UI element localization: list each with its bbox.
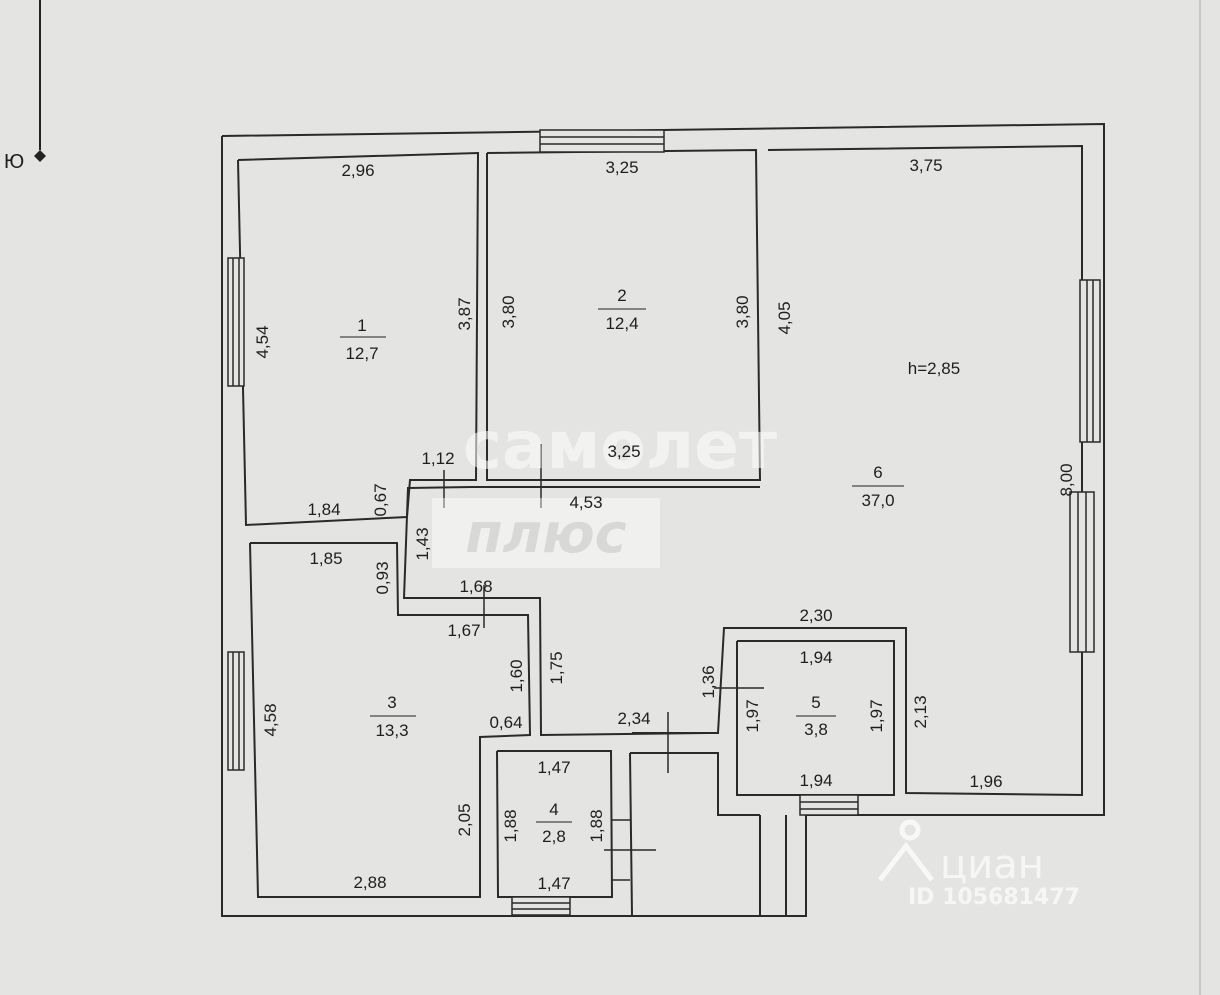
watermark: самолет плюс [432, 407, 777, 568]
dim-r3-right: 2,05 [455, 803, 474, 836]
dim-r4-right: 1,88 [587, 809, 606, 842]
cian-listing-id: ID 105681477 [908, 885, 1080, 910]
compass-arrow [34, 0, 46, 162]
dim-r6-bottom: 1,96 [969, 772, 1002, 791]
dim-r6-right: 8,00 [1057, 463, 1076, 496]
dim-r4-bottom: 1,47 [537, 874, 570, 893]
dim-r3-inner-side: 1,60 [507, 659, 526, 692]
dim-r4-left: 1,88 [501, 809, 520, 842]
dim-r6-wc-top: 2,30 [799, 606, 832, 625]
room-6-area: 37,0 [861, 491, 894, 510]
dim-r3-notch: 0,64 [489, 713, 522, 732]
dim-r1-bottom: 1,84 [307, 500, 340, 519]
room-5-area: 3,8 [804, 720, 828, 739]
compass-label: Ю [4, 151, 24, 173]
dim-r1-right: 3,87 [455, 297, 474, 330]
dim-r2-top: 3,25 [605, 158, 638, 177]
dim-r5-top: 1,94 [799, 648, 832, 667]
room-2-area: 12,4 [605, 314, 638, 333]
doors [443, 444, 764, 881]
dim-r3-inner-top: 1,67 [447, 621, 480, 640]
cian-watermark: циан ID 105681477 [878, 819, 1080, 910]
dim-r6-wc-side: 2,13 [911, 695, 930, 728]
dim-r1-corner: 1,12 [421, 449, 454, 468]
dim-hall-b: 1,68 [459, 577, 492, 596]
dimensions-vertical: 4,54 3,87 3,80 3,80 4,05 8,00 0,67 1,43 … [253, 295, 1076, 842]
dim-r3-step: 0,93 [373, 561, 392, 594]
dim-hall-a: 1,43 [413, 527, 432, 560]
watermark-box [432, 498, 660, 568]
room-labels: 1 12,7 2 12,4 3 13,3 4 2,8 5 3,8 6 37,0 … [340, 286, 960, 846]
cian-house-icon [878, 819, 934, 882]
cian-logo-text: циан [940, 842, 1044, 888]
room-5-number: 5 [811, 693, 820, 712]
dim-r5-right: 1,97 [867, 699, 886, 732]
dim-r1-left: 4,54 [253, 325, 272, 358]
dim-hall-c: 1,75 [547, 651, 566, 684]
room-4-number: 4 [549, 800, 558, 819]
room-3-number: 3 [387, 693, 396, 712]
watermark-line2: плюс [465, 502, 626, 565]
dim-r3-left: 4,58 [261, 703, 280, 736]
dim-r1-step: 0,67 [371, 483, 390, 516]
room-1-number: 1 [357, 316, 366, 335]
dim-hall-d: 2,34 [617, 709, 650, 728]
watermark-line1: самолет [463, 407, 777, 484]
room-6-number: 6 [873, 463, 882, 482]
room-3-area: 13,3 [375, 721, 408, 740]
dim-r6-mid: 4,53 [569, 493, 602, 512]
dim-r4-top: 1,47 [537, 758, 570, 777]
dim-r3-top: 1,85 [309, 549, 342, 568]
room-4-area: 2,8 [542, 827, 566, 846]
dimensions-horizontal: 2,96 3,25 3,75 1,12 3,25 4,53 1,84 1,85 … [307, 156, 1002, 893]
dim-r6-left: 4,05 [775, 301, 794, 334]
dim-hall-e: 1,36 [699, 665, 718, 698]
dim-r2-left: 3,80 [499, 295, 518, 328]
dim-r6-top: 3,75 [909, 156, 942, 175]
dim-r1-top: 2,96 [341, 161, 374, 180]
ceiling-height: h=2,85 [908, 359, 960, 378]
room-1-area: 12,7 [345, 344, 378, 363]
walls [221, 122, 1105, 917]
dim-r5-left: 1,97 [743, 699, 762, 732]
room-2-number: 2 [617, 286, 626, 305]
windows [227, 129, 1101, 916]
dim-r2-right: 3,80 [733, 295, 752, 328]
dim-r2-bottom: 3,25 [607, 442, 640, 461]
dim-r3-bottom: 2,88 [353, 873, 386, 892]
dim-r5-bottom: 1,94 [799, 771, 832, 790]
